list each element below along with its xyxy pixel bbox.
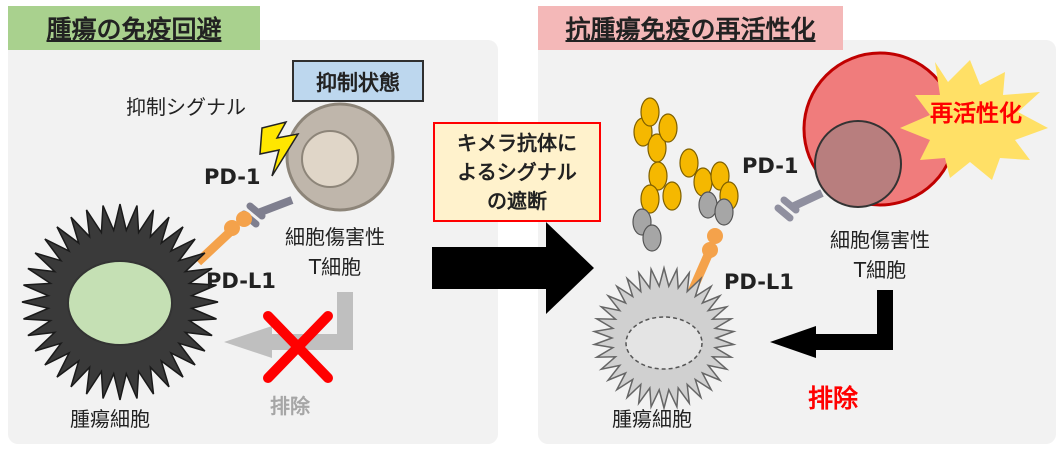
right-tumor-label: 腫瘍細胞 <box>612 407 692 431</box>
right-pdl1-ball-2 <box>707 228 723 244</box>
right-pd1-label: PD-1 <box>742 154 799 178</box>
left-pdl1-ball-2 <box>236 211 252 227</box>
left-elimination-label: 排除 <box>270 394 310 418</box>
left-tcell-label: 細胞傷害性 T細胞 <box>270 222 400 282</box>
chimeric-antibody-callout: キメラ抗体に よるシグナル の遮断 <box>433 122 601 222</box>
left-pdl1-stem <box>194 228 234 266</box>
callout-line1: キメラ抗体に <box>457 130 577 155</box>
left-tcell-nucleus <box>301 130 359 188</box>
reactivation-burst-icon <box>900 60 1048 180</box>
left-tcell-label-line1: 細胞傷害性 <box>285 225 385 249</box>
left-tumor-nucleus <box>67 260 173 346</box>
callout-line3: の遮断 <box>487 188 547 213</box>
right-tcell-label: 細胞傷害性 T細胞 <box>815 225 945 285</box>
left-panel-title: 腫瘍の免疫回避 <box>8 6 260 50</box>
right-tcell-label-line1: 細胞傷害性 <box>830 228 930 252</box>
left-elimination-arrowhead <box>224 326 272 358</box>
right-elimination-label: 排除 <box>808 384 859 413</box>
right-elimination-path <box>810 290 893 350</box>
left-tcell-label-line2: T細胞 <box>308 255 362 279</box>
right-panel-title: 抗腫瘍免疫の再活性化 <box>538 6 843 50</box>
left-pdl1-label: PD-L1 <box>206 269 276 293</box>
antibody-2 <box>679 148 739 226</box>
callout-line2: よるシグナル <box>457 159 577 184</box>
left-pd1-label: PD-1 <box>204 165 261 189</box>
right-tcell-label-line2: T細胞 <box>853 258 907 282</box>
right-pd1-fork <box>774 196 800 222</box>
center-arrow <box>432 222 594 314</box>
right-tcell-nucleus <box>814 120 902 208</box>
inhibit-signal-label: 抑制シグナル <box>126 95 246 119</box>
antibody-1 <box>632 97 682 252</box>
reactivation-label: 再活性化 <box>930 101 1022 127</box>
right-elimination-arrowhead <box>770 326 816 358</box>
right-pd1-stem <box>790 189 824 211</box>
left-tumor-label: 腫瘍細胞 <box>70 407 150 431</box>
left-pd1-stem <box>256 196 294 217</box>
right-tumor-nucleus <box>625 316 703 370</box>
cross-icon-b <box>263 311 333 383</box>
state-badge: 抑制状態 <box>292 60 424 102</box>
right-pdl1-label: PD-L1 <box>724 270 794 294</box>
inhibit-lightning-icon <box>259 120 300 177</box>
left-pdl1-ball-1 <box>224 220 240 236</box>
right-pdl1-ball-1 <box>702 242 718 258</box>
